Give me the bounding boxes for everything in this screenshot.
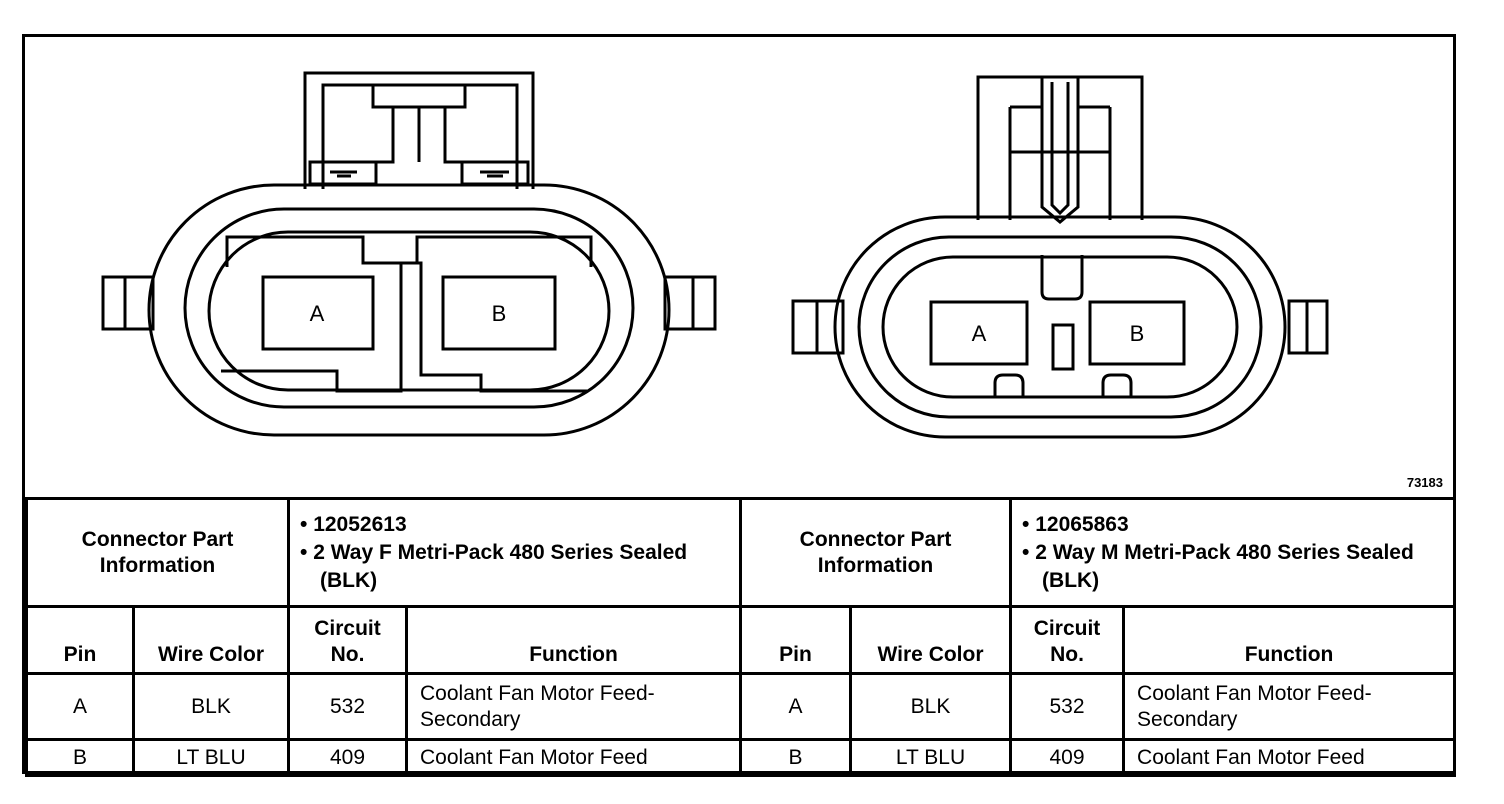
- circuit-cell: 409: [287, 738, 409, 777]
- connector-1-part-info: • 12052613 • 2 Way F Metri-Pack 480 Seri…: [287, 497, 743, 608]
- function-column-header: Function: [405, 605, 743, 675]
- circuit-column-header: Circuit No.: [1009, 605, 1126, 675]
- part-info-row: Connector Part Information • 12052613 • …: [24, 497, 1457, 608]
- male-pin-a-label: A: [972, 321, 987, 346]
- female-connector-drawing: [101, 71, 717, 437]
- connector-2-header: Connector Part Information: [739, 497, 1013, 608]
- male-pin-b-label: B: [1130, 321, 1145, 346]
- connector-1-description: 2 Way F Metri-Pack 480 Series Sealed (BL…: [313, 540, 688, 592]
- connector-1-part-number: 12052613: [313, 512, 407, 536]
- wire-color-cell: BLK: [131, 672, 291, 741]
- pin-cell: B: [739, 738, 853, 777]
- female-pin-b-label: B: [492, 301, 507, 326]
- wire-color-column-header: Wire Color: [131, 605, 291, 675]
- wire-color-cell: LT BLU: [849, 738, 1013, 777]
- connector-1-header: Connector Part Information: [24, 497, 291, 608]
- female-pin-a-label: A: [310, 301, 325, 326]
- function-cell: Coolant Fan Motor Feed: [1122, 738, 1457, 777]
- connector-table: Connector Part Information • 12052613 • …: [24, 497, 1457, 777]
- column-header-row: Pin Wire Color Circuit No. Function Pin …: [25, 605, 1457, 675]
- function-cell: Coolant Fan Motor Feed: [405, 738, 743, 777]
- circuit-cell: 532: [1009, 672, 1126, 741]
- pin-cell: B: [25, 738, 135, 777]
- circuit-column-header: Circuit No.: [287, 605, 409, 675]
- pin-column-header: Pin: [739, 605, 853, 675]
- circuit-cell: 409: [1009, 738, 1126, 777]
- connector-diagrams: A B A B: [101, 71, 1329, 439]
- function-cell: Coolant Fan Motor Feed-Secondary: [405, 672, 743, 741]
- table-row: A BLK 532 Coolant Fan Motor Feed-Seconda…: [25, 672, 1457, 741]
- pin-cell: A: [739, 672, 853, 741]
- function-column-header: Function: [1122, 605, 1457, 675]
- wire-color-cell: LT BLU: [131, 738, 291, 777]
- pin-column-header: Pin: [25, 605, 135, 675]
- wire-color-column-header: Wire Color: [849, 605, 1013, 675]
- pin-cell: A: [25, 672, 135, 741]
- table-row: B LT BLU 409 Coolant Fan Motor Feed B LT…: [25, 738, 1457, 777]
- function-cell: Coolant Fan Motor Feed-Secondary: [1122, 672, 1457, 741]
- male-connector-drawing: [791, 75, 1329, 439]
- connector-2-part-info: • 12065863 • 2 Way M Metri-Pack 480 Seri…: [1009, 497, 1457, 608]
- connector-2-description: 2 Way M Metri-Pack 480 Series Sealed (BL…: [1035, 540, 1414, 592]
- connector-2-part-number: 12065863: [1035, 512, 1129, 536]
- circuit-cell: 532: [287, 672, 409, 741]
- wire-color-cell: BLK: [849, 672, 1013, 741]
- figure-id: 73183: [1406, 475, 1443, 490]
- connector-frame: A B A B 73183 Connector Part Information…: [22, 34, 1457, 777]
